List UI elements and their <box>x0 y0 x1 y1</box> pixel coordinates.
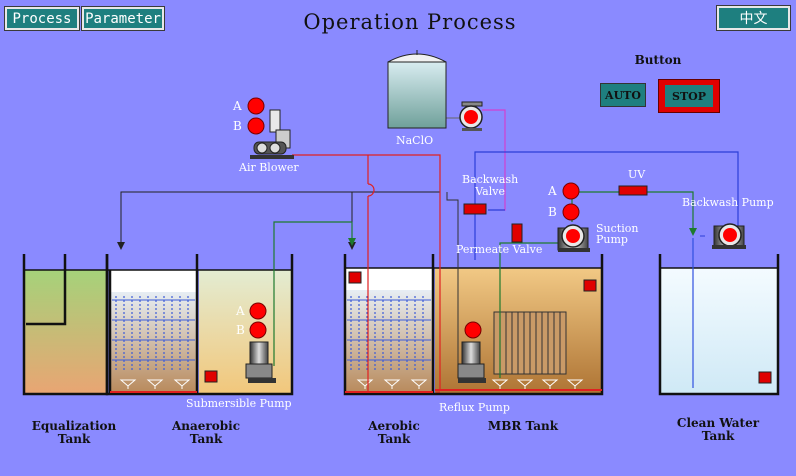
aerobic-tank-label: Aerobic Tank <box>368 419 420 446</box>
page-title: Operation Process <box>303 10 517 34</box>
permeate-valve-label: Permeate Valve <box>456 243 543 256</box>
anaerobic-level-indicator <box>204 370 218 383</box>
sub-a-label: A <box>236 304 245 318</box>
mbr-level-indicator <box>583 279 597 292</box>
backwash-valve[interactable] <box>463 203 487 215</box>
language-button[interactable]: 中文 <box>716 5 791 31</box>
status-lamps <box>247 97 580 339</box>
suction-pump[interactable] <box>557 224 590 252</box>
suction-a-label: A <box>548 184 557 198</box>
process-tab[interactable]: Process <box>4 6 80 31</box>
suction-b-label: B <box>548 205 557 219</box>
backwash-pump-label: Backwash Pump <box>682 196 774 209</box>
aerobic-tank <box>345 290 433 394</box>
backwash-pump[interactable] <box>712 223 746 249</box>
button-panel-heading: Button <box>634 53 682 67</box>
backwash-valve-label: Backwash Valve <box>462 173 519 198</box>
air-blower-label: Air Blower <box>239 161 299 174</box>
blower-a-label: A <box>233 99 242 113</box>
blower-b-label: B <box>233 119 242 133</box>
uv-lamp[interactable] <box>618 185 648 196</box>
clean-water-tank <box>660 268 778 394</box>
reflux-pump[interactable] <box>457 341 486 383</box>
stop-button-frame[interactable]: STOP <box>658 79 720 113</box>
auto-button[interactable]: AUTO <box>600 83 646 107</box>
suction-pump-label: Suction Pump <box>596 222 639 246</box>
submersible-pump-label: Submersible Pump <box>186 397 292 410</box>
clean-water-level-indicator <box>758 371 772 384</box>
membrane-module <box>493 311 567 375</box>
mbr-tank-label: MBR Tank <box>487 419 559 433</box>
aerobic-level-indicator <box>348 271 362 284</box>
parameter-tab[interactable]: Parameter <box>81 6 165 31</box>
naclo-label: NaClO <box>396 134 434 147</box>
clean-water-tank-label: Clean Water Tank <box>676 416 760 443</box>
stop-button[interactable]: STOP <box>665 85 713 107</box>
air-blower[interactable] <box>250 109 294 159</box>
equalization-tank-label: Equalization Tank <box>31 419 117 446</box>
uv-label: UV <box>628 168 646 181</box>
reflux-pump-label: Reflux Pump <box>439 401 510 414</box>
sub-b-label: B <box>236 323 245 337</box>
naclo-dosing-pump[interactable] <box>459 101 483 131</box>
anaerobic-tank-label: Anaerobic Tank <box>171 419 241 446</box>
permeate-valve[interactable] <box>511 223 523 243</box>
naclo-tank <box>387 50 447 129</box>
submersible-pump[interactable] <box>245 341 276 383</box>
